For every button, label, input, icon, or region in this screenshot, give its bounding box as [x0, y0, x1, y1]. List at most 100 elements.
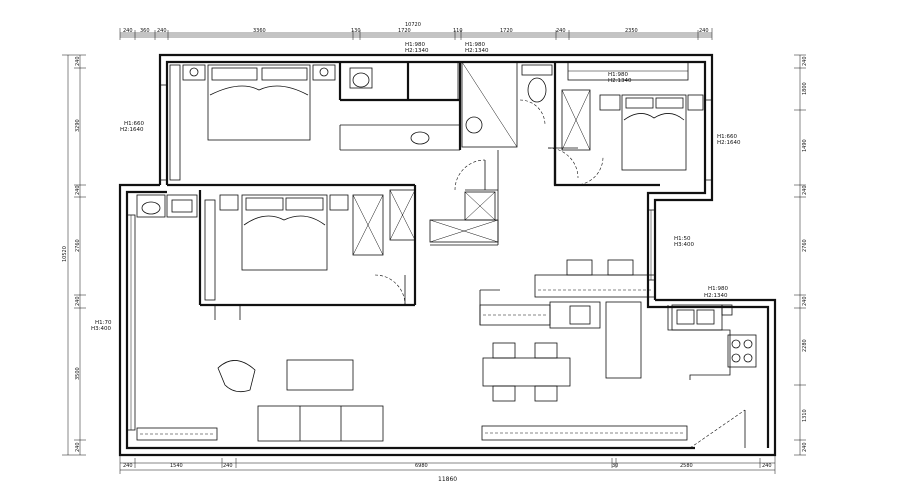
right-seg-6: 2280	[802, 339, 808, 352]
top-seg-0: 240	[123, 28, 133, 34]
left-seg-5: 3500	[75, 367, 81, 380]
laundry	[136, 194, 198, 218]
second-pillow-2	[285, 197, 324, 211]
bathrooms	[349, 61, 553, 148]
shower-2	[461, 61, 518, 148]
nightstand-left	[182, 64, 206, 81]
note-6-l1: H1:70	[95, 320, 112, 326]
second-wardrobe	[352, 194, 384, 256]
tv-cabinet	[136, 427, 218, 441]
living-room	[136, 359, 384, 442]
top-seg-7: 1720	[500, 28, 513, 34]
top-seg-10: 240	[699, 28, 709, 34]
toilet-2-tank	[521, 64, 553, 76]
bar-stool-1	[566, 259, 593, 276]
stove	[727, 334, 757, 368]
second-bed	[241, 194, 328, 271]
shower-1	[407, 61, 459, 101]
top-seg-8: 240	[556, 28, 566, 34]
bottom-seg-6: 240	[762, 463, 772, 469]
top-ticks	[134, 30, 699, 40]
right-seg-4: 2760	[802, 239, 808, 252]
interior-walls	[167, 62, 557, 325]
windows	[126, 61, 713, 431]
note-0-l2: H2:1340	[405, 48, 429, 54]
second-wardrobe-side	[204, 199, 216, 301]
bottom-seg-3: 6980	[415, 463, 428, 469]
master-bedroom	[169, 64, 336, 181]
bar-stool-2	[607, 259, 634, 276]
top-seg-3: 3360	[253, 28, 266, 34]
master-bed	[207, 64, 311, 141]
top-dimension: 10720 240 360 240 3360 130 1720 110 1720…	[119, 22, 713, 40]
east-nightstand-left	[599, 94, 621, 111]
window-notes: H1:980 H2:1340 H1:980 H2:1340 H1:980 H2:…	[91, 42, 741, 332]
note-4-l2: H2:1640	[717, 140, 741, 146]
right-seg-0: 240	[802, 56, 808, 66]
hallway-cabinets	[429, 191, 499, 243]
laundry-sink	[166, 194, 198, 218]
chair-3	[492, 385, 516, 402]
right-seg-5: 240	[802, 296, 808, 306]
second-pillow-1	[245, 197, 284, 211]
east-nightstand-right	[687, 94, 704, 111]
top-seg-1: 360	[140, 28, 150, 34]
second-nightstand-right	[329, 194, 349, 211]
top-seg-4: 130	[351, 28, 361, 34]
sink-2	[465, 116, 483, 134]
note-2-l2: H2:1340	[608, 78, 632, 84]
bottom-seg-0: 240	[123, 463, 133, 469]
east-bedroom	[561, 89, 704, 171]
left-seg-4: 240	[75, 296, 81, 306]
nightstand-right	[312, 64, 336, 81]
wardrobe-master	[169, 64, 181, 181]
note-5-l1: H1:50	[674, 236, 691, 242]
note-7-l1: H1:980	[708, 286, 728, 292]
living-cabinet	[481, 425, 688, 441]
top-total-label: 10720	[405, 22, 421, 28]
bottom-seg-1: 1540	[170, 463, 183, 469]
note-5-l2: H3:400	[674, 242, 694, 248]
left-seg-6: 240	[75, 442, 81, 452]
left-seg-0: 240	[75, 56, 81, 66]
right-seg-8: 240	[802, 442, 808, 452]
top-seg-6: 110	[453, 28, 463, 34]
top-seg-9: 2350	[625, 28, 638, 34]
island	[605, 301, 642, 379]
left-seg-1: 3290	[75, 119, 81, 132]
pillow-1	[211, 67, 258, 81]
east-bed	[621, 94, 687, 171]
hall-cabinet	[389, 189, 416, 241]
sink-1	[410, 131, 430, 145]
pillow-2	[261, 67, 308, 81]
bottom-dimension: 240 1540 240 6980 30 2580 240 11860	[119, 456, 776, 483]
right-seg-1: 1800	[802, 82, 808, 95]
right-seg-3: 240	[802, 185, 808, 195]
note-6-l2: H3:400	[91, 326, 111, 332]
chair-4	[534, 385, 558, 402]
washer	[136, 194, 166, 218]
bottom-seg-2: 240	[223, 463, 233, 469]
left-seg-2: 240	[75, 185, 81, 195]
note-3-l2: H2:1640	[120, 127, 144, 133]
note-2-l1: H1:980	[608, 72, 628, 78]
bar-counter	[534, 274, 656, 298]
cooktop-island	[549, 301, 601, 329]
armchair	[217, 360, 256, 393]
dining-kitchen	[479, 259, 757, 441]
right-dimension: 240 1800 1490 240 2760 240 2280 1310 240	[794, 54, 808, 456]
bottom-seg-4: 30	[612, 463, 618, 469]
toilet-2	[527, 77, 547, 103]
bottom-total-label: 11860	[438, 476, 457, 483]
dining-table	[482, 357, 571, 387]
right-seg-2: 1490	[802, 139, 808, 152]
right-seg-7: 1310	[802, 409, 808, 422]
left-seg-3: 2760	[75, 239, 81, 252]
left-total-label: 10520	[62, 246, 68, 262]
note-0-l1: H1:980	[405, 42, 425, 48]
sofa	[257, 405, 384, 442]
note-4-l1: H1:660	[717, 134, 737, 140]
second-bedroom	[204, 189, 416, 301]
left-dimension: 10520 240 3290 240 2760 240 3500 240	[62, 54, 86, 456]
